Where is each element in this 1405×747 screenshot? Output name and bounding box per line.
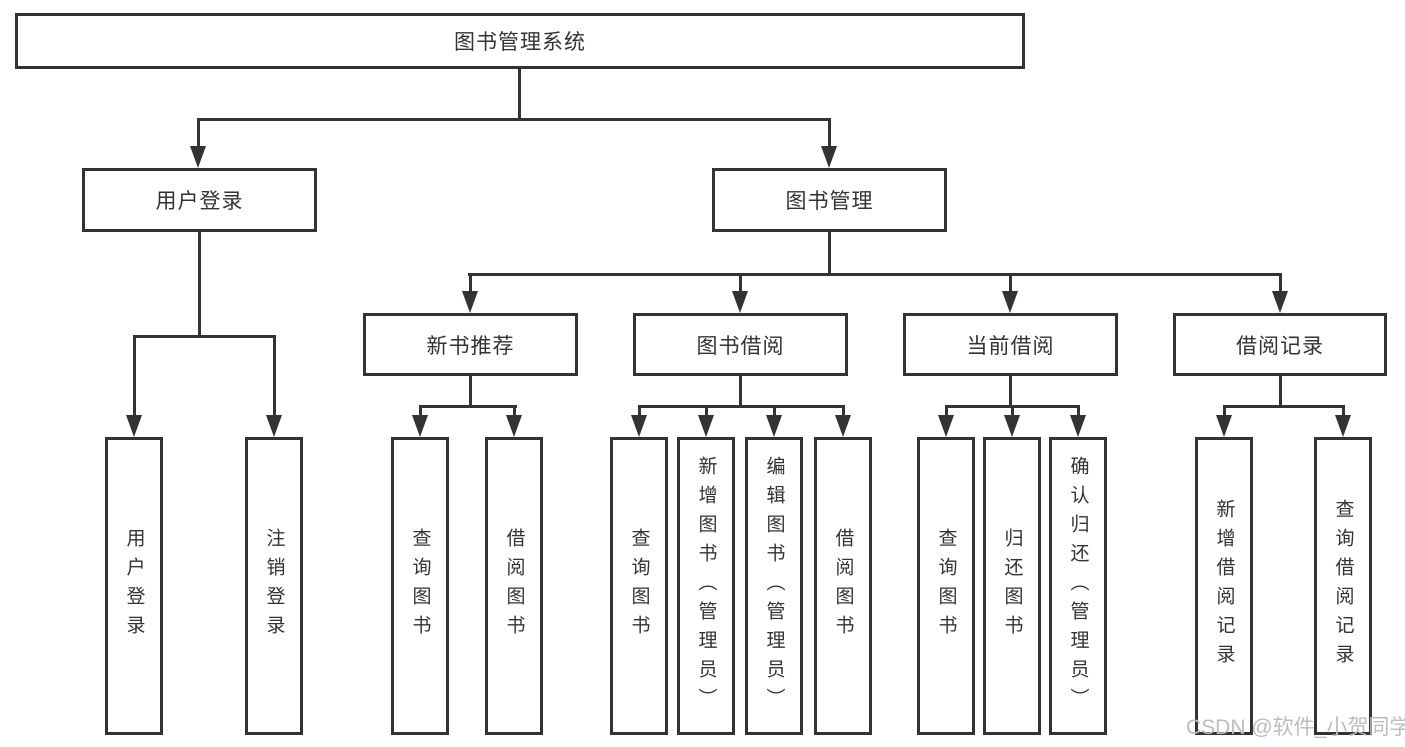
leaf-add-book-admin: 新增图书（管理员） bbox=[677, 437, 735, 735]
leaf-edit-book-admin-label: 编辑图书（管理员） bbox=[763, 455, 785, 717]
arrowhead-icon bbox=[631, 415, 647, 437]
leaf-borrow-book-2-label: 借阅图书 bbox=[832, 528, 854, 644]
connector-line bbox=[1077, 405, 1080, 417]
connector-line bbox=[842, 405, 845, 417]
connector-line bbox=[828, 118, 831, 148]
connector-line bbox=[1011, 405, 1014, 417]
leaf-return-book: 归还图书 bbox=[983, 437, 1041, 735]
connector-line bbox=[945, 405, 948, 417]
node-current-borrow-label: 当前借阅 bbox=[966, 334, 1055, 358]
connector-line bbox=[1009, 376, 1012, 405]
connector-line bbox=[469, 376, 472, 405]
node-user-login-label: 用户登录 bbox=[155, 190, 244, 213]
arrowhead-icon bbox=[938, 415, 954, 437]
arrowhead-icon bbox=[266, 415, 282, 437]
node-borrow-records-label: 借阅记录 bbox=[1236, 334, 1324, 358]
arrowhead-icon bbox=[1004, 415, 1020, 437]
arrowhead-icon bbox=[821, 146, 837, 168]
node-book-management: 图书管理 bbox=[712, 168, 947, 232]
connector-line bbox=[198, 232, 201, 335]
leaf-query-book-2: 查询图书 bbox=[610, 437, 668, 735]
leaf-borrow-book-1: 借阅图书 bbox=[485, 437, 543, 735]
leaf-edit-book-admin: 编辑图书（管理员） bbox=[745, 437, 803, 735]
node-root: 图书管理系统 bbox=[15, 13, 1025, 69]
arrowhead-icon bbox=[1335, 415, 1351, 437]
connector-line bbox=[1279, 273, 1282, 293]
connector-line bbox=[133, 335, 276, 338]
node-book-borrow: 图书借阅 bbox=[633, 313, 848, 376]
connector-line bbox=[638, 405, 641, 417]
connector-line bbox=[1223, 405, 1345, 408]
connector-line bbox=[773, 405, 776, 417]
arrowhead-icon bbox=[506, 415, 522, 437]
arrowhead-icon bbox=[698, 415, 714, 437]
leaf-user-login-label: 用户登录 bbox=[123, 528, 145, 644]
node-new-book-recommend-label: 新书推荐 bbox=[426, 334, 515, 358]
leaf-query-borrow-record: 查询借阅记录 bbox=[1314, 437, 1372, 735]
connector-line bbox=[469, 273, 472, 293]
arrowhead-icon bbox=[412, 415, 428, 437]
leaf-add-borrow-record-label: 新增借阅记录 bbox=[1213, 499, 1235, 673]
leaf-query-book-3: 查询图书 bbox=[917, 437, 975, 735]
arrowhead-icon bbox=[835, 415, 851, 437]
leaf-return-book-label: 归还图书 bbox=[1001, 528, 1023, 644]
arrowhead-icon bbox=[732, 291, 748, 313]
connector-line bbox=[739, 273, 742, 293]
node-current-borrow: 当前借阅 bbox=[903, 313, 1118, 376]
node-user-login: 用户登录 bbox=[82, 168, 317, 232]
arrowhead-icon bbox=[190, 146, 206, 168]
leaf-borrow-book-1-label: 借阅图书 bbox=[503, 528, 525, 644]
connector-line bbox=[133, 335, 136, 417]
connector-line bbox=[638, 405, 845, 408]
leaf-query-book-3-label: 查询图书 bbox=[935, 528, 957, 644]
connector-line bbox=[739, 376, 742, 405]
connector-line bbox=[197, 118, 200, 148]
arrowhead-icon bbox=[766, 415, 782, 437]
connector-line bbox=[419, 405, 517, 408]
node-new-book-recommend: 新书推荐 bbox=[363, 313, 578, 376]
arrowhead-icon bbox=[1002, 291, 1018, 313]
node-root-label: 图书管理系统 bbox=[454, 31, 586, 54]
csdn-watermark: CSDN @软件_小贺同学 bbox=[1186, 716, 1405, 739]
leaf-query-borrow-record-label: 查询借阅记录 bbox=[1332, 499, 1354, 673]
leaf-borrow-book-2: 借阅图书 bbox=[814, 437, 872, 735]
arrowhead-icon bbox=[126, 415, 142, 437]
leaf-confirm-return-admin-label: 确认归还（管理员） bbox=[1067, 455, 1089, 717]
leaf-query-book-2-label: 查询图书 bbox=[628, 528, 650, 644]
arrowhead-icon bbox=[1272, 291, 1288, 313]
leaf-confirm-return-admin: 确认归还（管理员） bbox=[1049, 437, 1107, 735]
connector-line bbox=[1223, 405, 1226, 417]
node-borrow-records: 借阅记录 bbox=[1173, 313, 1387, 376]
leaf-user-login: 用户登录 bbox=[105, 437, 163, 735]
leaf-add-borrow-record: 新增借阅记录 bbox=[1195, 437, 1253, 735]
arrowhead-icon bbox=[1070, 415, 1086, 437]
connector-line bbox=[1279, 376, 1282, 405]
leaf-add-book-admin-label: 新增图书（管理员） bbox=[695, 455, 717, 717]
leaf-query-book-1: 查询图书 bbox=[391, 437, 449, 735]
leaf-query-book-1-label: 查询图书 bbox=[409, 528, 431, 644]
node-book-borrow-label: 图书借阅 bbox=[696, 334, 785, 358]
connector-line bbox=[468, 273, 1282, 276]
leaf-logout-login-label: 注销登录 bbox=[263, 528, 285, 644]
connector-line bbox=[1009, 273, 1012, 293]
connector-line bbox=[197, 118, 831, 121]
connector-line bbox=[513, 405, 516, 417]
connector-line bbox=[273, 335, 276, 417]
connector-line bbox=[518, 69, 521, 118]
arrowhead-icon bbox=[462, 291, 478, 313]
connector-line bbox=[828, 232, 831, 273]
connector-line bbox=[419, 405, 422, 417]
arrowhead-icon bbox=[1216, 415, 1232, 437]
leaf-logout-login: 注销登录 bbox=[245, 437, 303, 735]
node-book-management-label: 图书管理 bbox=[785, 190, 874, 213]
connector-line bbox=[1342, 405, 1345, 417]
connector-line bbox=[705, 405, 708, 417]
